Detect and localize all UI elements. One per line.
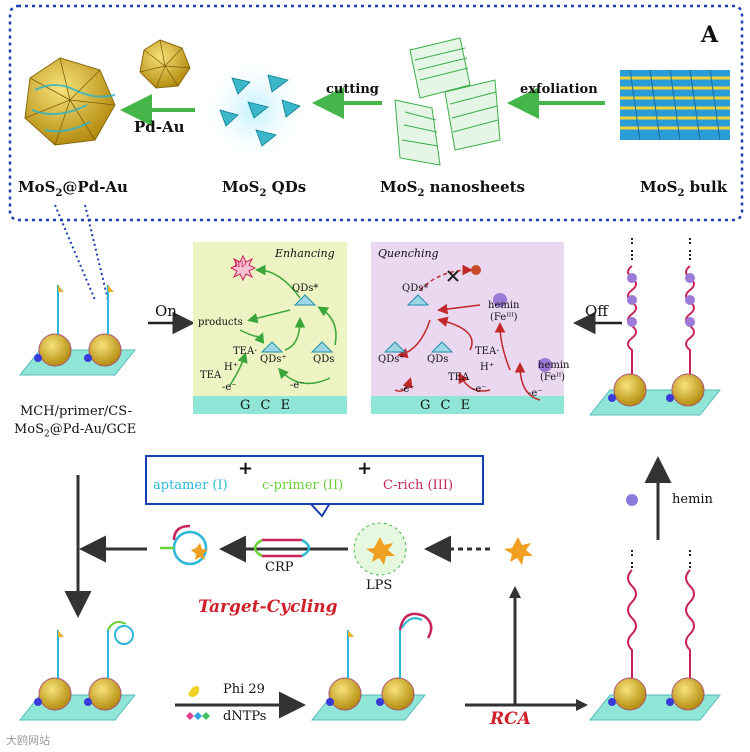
lps-star (366, 537, 395, 565)
mos2-qds (200, 55, 310, 165)
tea-q: TEA (448, 372, 470, 383)
gce-q: G C E (420, 398, 474, 413)
electrode-label-1: MCH/primer/CS- (20, 404, 133, 419)
mos2-nanosheets-label: MoS2 nanosheets (380, 178, 525, 199)
dntps-icon (186, 712, 210, 720)
hplus-enh: H⁺ (224, 362, 238, 373)
rca-arrow (465, 595, 582, 707)
target-cycling-label: Target-Cycling (198, 597, 338, 617)
qds-enh: QDs (313, 354, 335, 365)
hemin1-label: hemin (488, 300, 520, 311)
panel-a-frame (8, 4, 744, 222)
electrode-phi29 (310, 612, 433, 721)
electrode-hemin (588, 238, 722, 416)
qds-plus-enh: QDs⁺ (260, 354, 287, 365)
e-minus-q-1: -e⁻ (400, 384, 415, 395)
pdau-arrow-label: Pd-Au (134, 118, 185, 136)
gce-enh: G C E (240, 398, 294, 413)
exfoliation-label: exfoliation (520, 82, 598, 97)
e-minus-enh-2: -e⁻ (290, 380, 305, 391)
on-label: On (155, 302, 177, 320)
products-label: products (198, 317, 243, 328)
legend-box (145, 455, 484, 505)
enhancing-panel (193, 242, 347, 414)
tea-rad-q: TEA· (475, 346, 500, 357)
hemin2-label: hemin (538, 360, 570, 371)
complex-left (160, 524, 208, 566)
mos2-pdau-label: MoS2@Pd-Au (18, 178, 128, 199)
mos2-nanosheets (394, 37, 501, 166)
e-minus-q-3: -e⁻ (528, 388, 543, 399)
electrode-rca (588, 550, 722, 721)
pdau-particle (139, 39, 191, 89)
e-minus-enh-1: -e⁻ (222, 382, 237, 393)
dntps-label: dNTPs (223, 709, 267, 724)
panel-label: A (701, 22, 719, 48)
electrode-label-2: MoS2@Pd-Au/GCE (14, 422, 137, 440)
mos2-bulk-label: MoS2 bulk (640, 178, 728, 199)
crp-label: CRP (265, 560, 294, 575)
e-minus-q-2: -e⁻ (472, 384, 487, 395)
rca-label: RCA (490, 709, 531, 729)
electrode-mch (18, 285, 137, 376)
fe3-label: (Feᴵᴵᴵ) (490, 312, 518, 323)
watermark: 大鸥网站 (6, 734, 50, 747)
fe2-label: (Feᴵᴵ) (540, 372, 566, 383)
qds-star-enh: QDs* (292, 283, 319, 294)
tea-enh: TEA (200, 370, 222, 381)
tea-rad-enh: TEA· (233, 346, 258, 357)
hemin-label: hemin (672, 492, 713, 507)
mos2-qds-label: MoS2 QDs (222, 178, 307, 199)
hemin-dot (626, 494, 638, 506)
legend-aptamer: aptamer (I) (153, 478, 228, 493)
legend-plus-1: + (238, 458, 254, 479)
quenching-title: Quenching (378, 247, 439, 260)
legend-plus-2: + (357, 458, 373, 479)
legend-crich: C-rich (III) (383, 478, 454, 493)
qds-star-q: QDs* (402, 283, 429, 294)
legend-cprimer: c-primer (II) (262, 478, 344, 493)
phi29-label: Phi 29 (223, 682, 265, 697)
qds-plus-q: QDs⁺ (378, 354, 405, 365)
qds-q: QDs (427, 354, 449, 365)
lps-label: LPS (366, 578, 393, 593)
crp-hairpin (253, 538, 311, 558)
off-label: Off (585, 302, 608, 320)
mos2-bulk (620, 69, 730, 141)
enhancing-title: Enhancing (275, 247, 335, 260)
electrode-target-cycling (18, 621, 137, 721)
phi29-icon (188, 686, 200, 697)
hplus-q: H⁺ (480, 362, 494, 373)
free-lps-star (504, 537, 533, 565)
hv-label: hν (234, 259, 247, 270)
cutting-label: cutting (326, 82, 379, 97)
mos2-pdau-particle (24, 57, 116, 146)
